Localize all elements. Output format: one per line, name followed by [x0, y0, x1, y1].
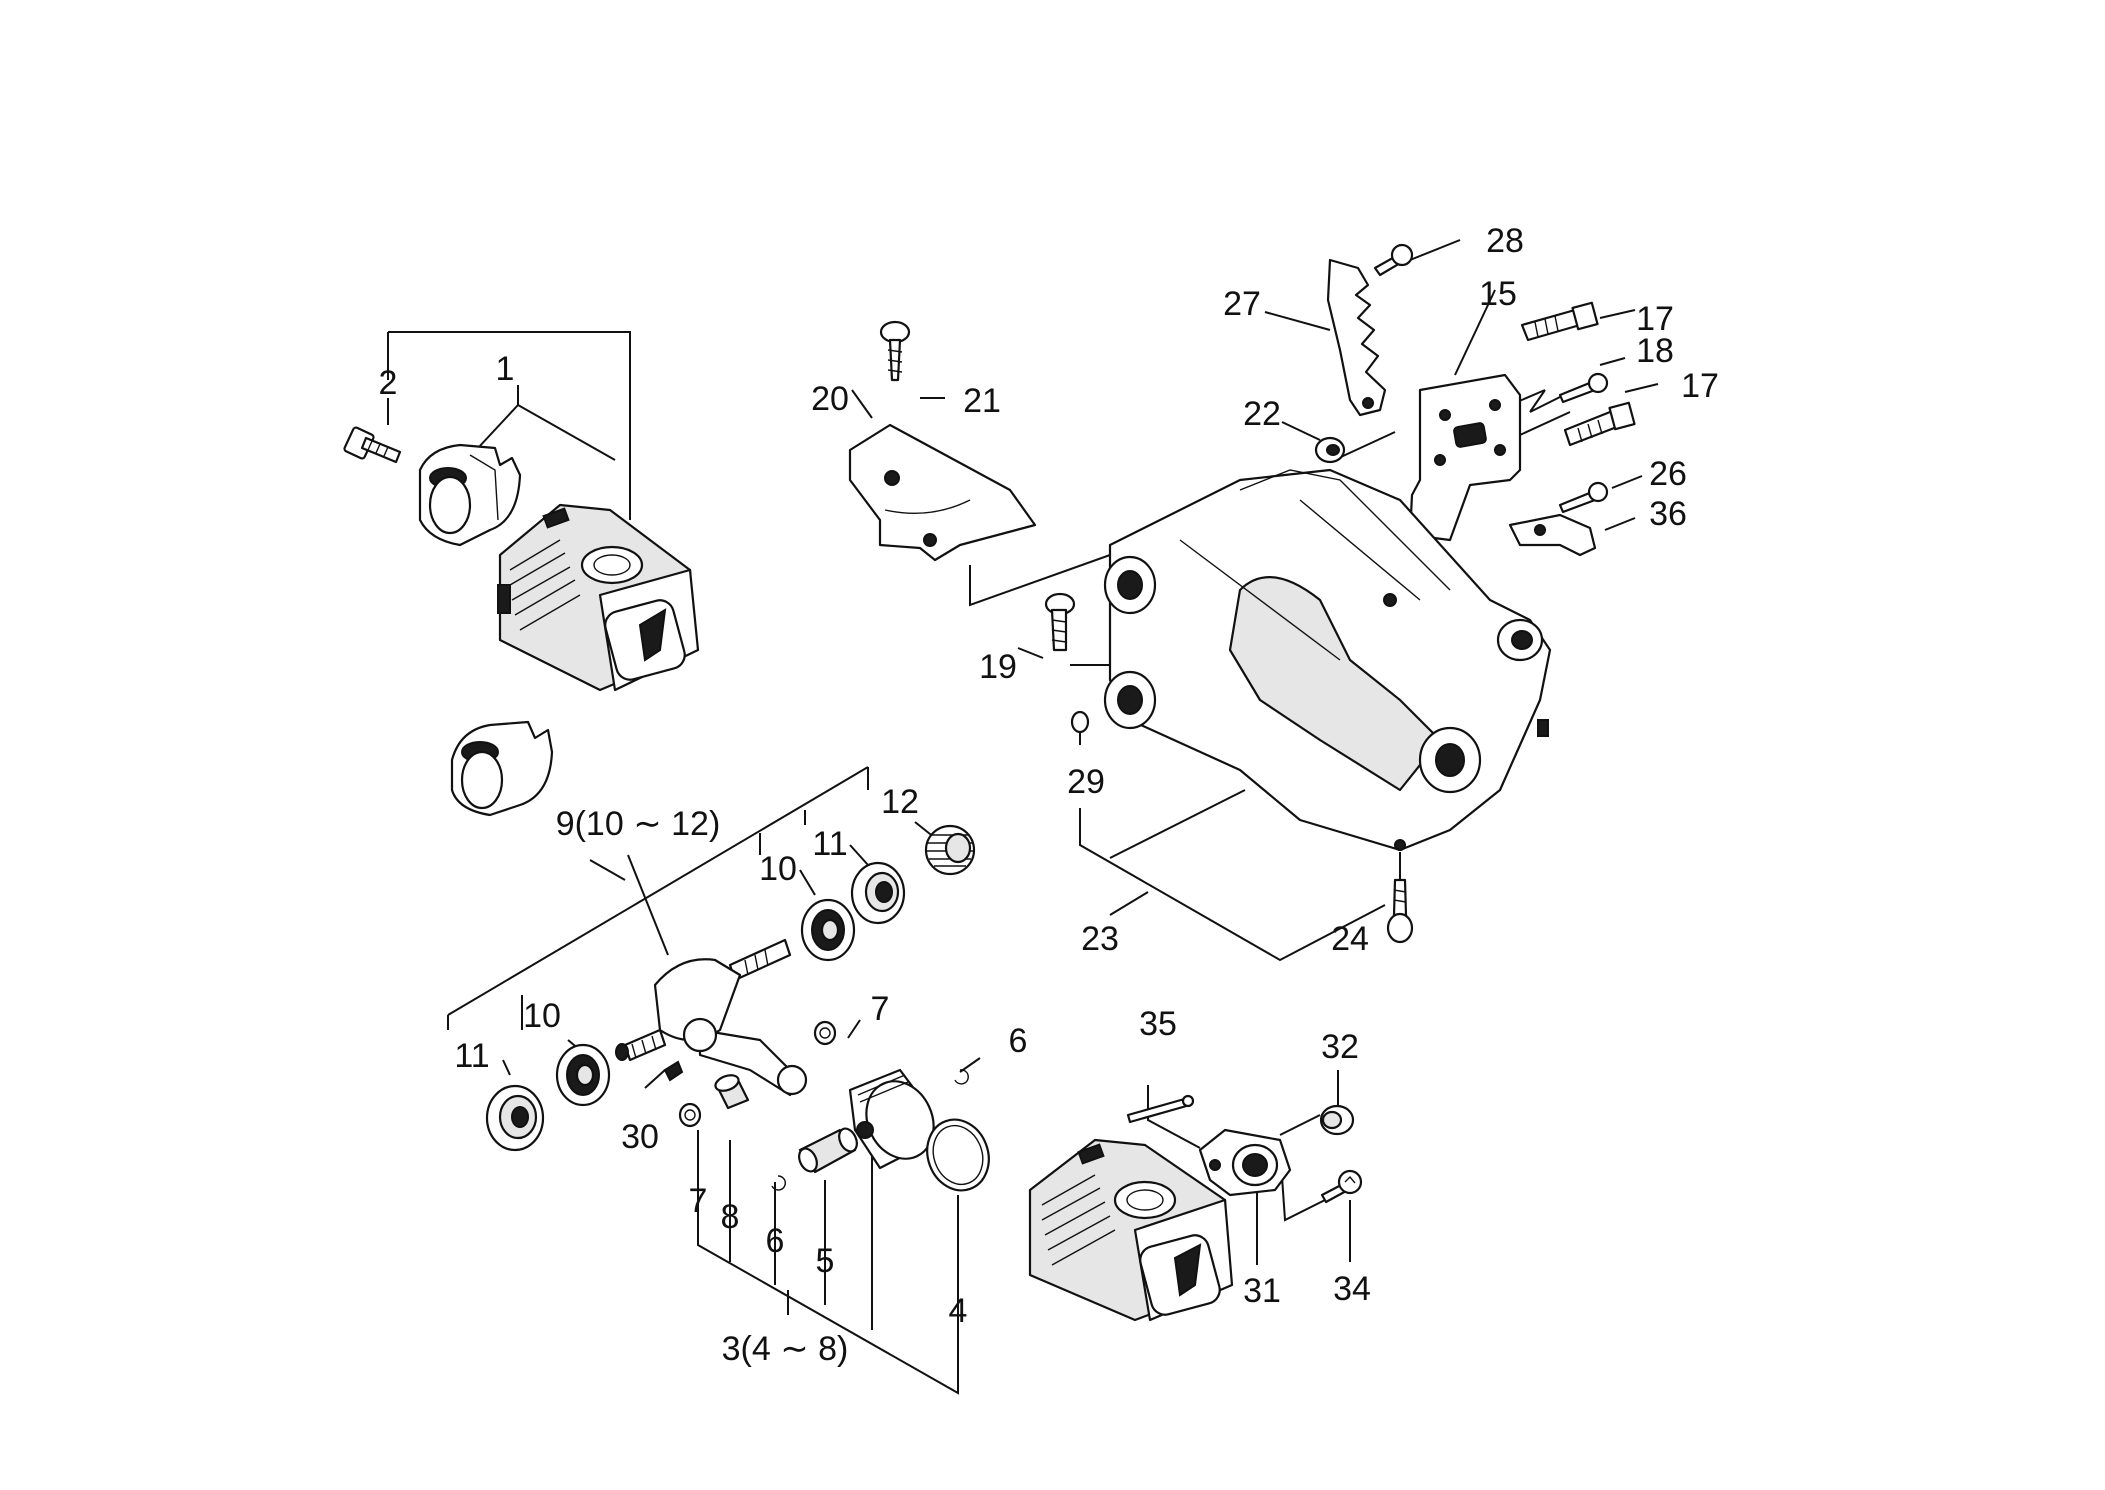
callout-10-left: 10	[523, 997, 561, 1035]
bolt-part-2	[343, 426, 402, 464]
cylinder-shroud-lower	[450, 720, 554, 817]
part-11-oil-seal-left	[485, 1084, 545, 1152]
callout-6-left: 6	[766, 1222, 785, 1260]
callout-30: 30	[621, 1118, 659, 1156]
part-36-lever	[1508, 513, 1597, 557]
part-30-woodruff-key	[663, 1060, 684, 1082]
part-4-piston-ring	[926, 1118, 990, 1192]
part-34-screw	[1320, 1169, 1363, 1204]
part-6-circlip-left	[771, 1175, 786, 1191]
callout-11-right: 11	[812, 825, 847, 863]
part-29-o-ring	[1070, 710, 1090, 734]
part-7-thrust-washer-right	[813, 1020, 837, 1046]
part-19-bolt	[1044, 592, 1076, 652]
callout-31: 31	[1243, 1272, 1281, 1310]
callout-12: 12	[881, 783, 919, 821]
callout-22: 22	[1243, 395, 1281, 433]
callout-20: 20	[811, 380, 849, 418]
callout-8: 8	[721, 1198, 740, 1236]
part-5-piston-pin	[798, 1127, 858, 1174]
cylinder-lower	[1028, 1138, 1234, 1322]
part-15-guide-plate	[1408, 373, 1522, 542]
part-11-oil-seal-right	[850, 861, 906, 925]
part-27-bumper-spike	[1326, 258, 1387, 417]
crankshaft	[615, 938, 808, 1097]
part-21-screw	[879, 320, 911, 382]
callout-labels: 1 2 3(4 ∼ 8) 4 5 6 6 7 7 8 9(10 ∼ 12) 10…	[379, 222, 1719, 1368]
callout-1: 1	[496, 350, 515, 388]
part-20-cover-plate	[848, 423, 1037, 562]
part-22-grommet	[1314, 436, 1346, 464]
part-28-screw	[1373, 243, 1414, 277]
callout-15: 15	[1479, 275, 1517, 313]
part-31-oil-pump	[1198, 1128, 1292, 1197]
cylinder-upper	[497, 503, 700, 692]
callout-7-left: 7	[689, 1182, 708, 1220]
part-12-needle-bearing	[924, 824, 976, 876]
part-10-ball-bearing-right	[800, 898, 856, 962]
callout-11-left: 11	[454, 1037, 489, 1075]
callout-19: 19	[979, 648, 1017, 686]
callout-6-right: 6	[1009, 1022, 1028, 1060]
part-7-thrust-washer-left	[678, 1102, 702, 1128]
callout-29: 29	[1067, 763, 1105, 801]
callout-5: 5	[816, 1242, 835, 1280]
callout-18: 18	[1636, 332, 1674, 370]
callout-17-lower: 17	[1681, 367, 1719, 405]
part-23-crankcase	[1103, 468, 1552, 852]
callout-17-upper: 17	[1636, 300, 1674, 338]
callout-28: 28	[1486, 222, 1524, 260]
callout-10-right: 10	[759, 850, 797, 888]
part-17-stud-upper	[1520, 301, 1599, 342]
part-6-circlip-right	[954, 1069, 969, 1085]
callout-27: 27	[1223, 285, 1261, 323]
part-18-screw	[1558, 372, 1609, 404]
callout-34: 34	[1333, 1270, 1371, 1308]
callout-7-right: 7	[871, 990, 890, 1028]
cylinder-shroud-upper	[418, 443, 522, 547]
part-26-screw	[1558, 481, 1609, 514]
callout-32: 32	[1321, 1028, 1359, 1066]
callout-4: 4	[949, 1292, 968, 1330]
callout-2: 2	[379, 364, 398, 402]
part-10-ball-bearing-left	[555, 1043, 611, 1107]
callout-23: 23	[1081, 920, 1119, 958]
part-8-needle-bearing	[714, 1074, 750, 1110]
callout-9: 9(10 ∼ 12)	[556, 805, 721, 843]
callout-35: 35	[1139, 1005, 1177, 1043]
callout-24: 24	[1331, 920, 1369, 958]
part-24-bolt	[1386, 878, 1414, 944]
part-35-pin	[1126, 1094, 1195, 1124]
part-17-stud-lower	[1563, 401, 1636, 447]
callout-3: 3(4 ∼ 8)	[722, 1330, 849, 1368]
callout-26: 26	[1649, 455, 1687, 493]
callout-21: 21	[963, 382, 1001, 420]
part-32-plug	[1319, 1104, 1355, 1136]
callout-36: 36	[1649, 495, 1687, 533]
